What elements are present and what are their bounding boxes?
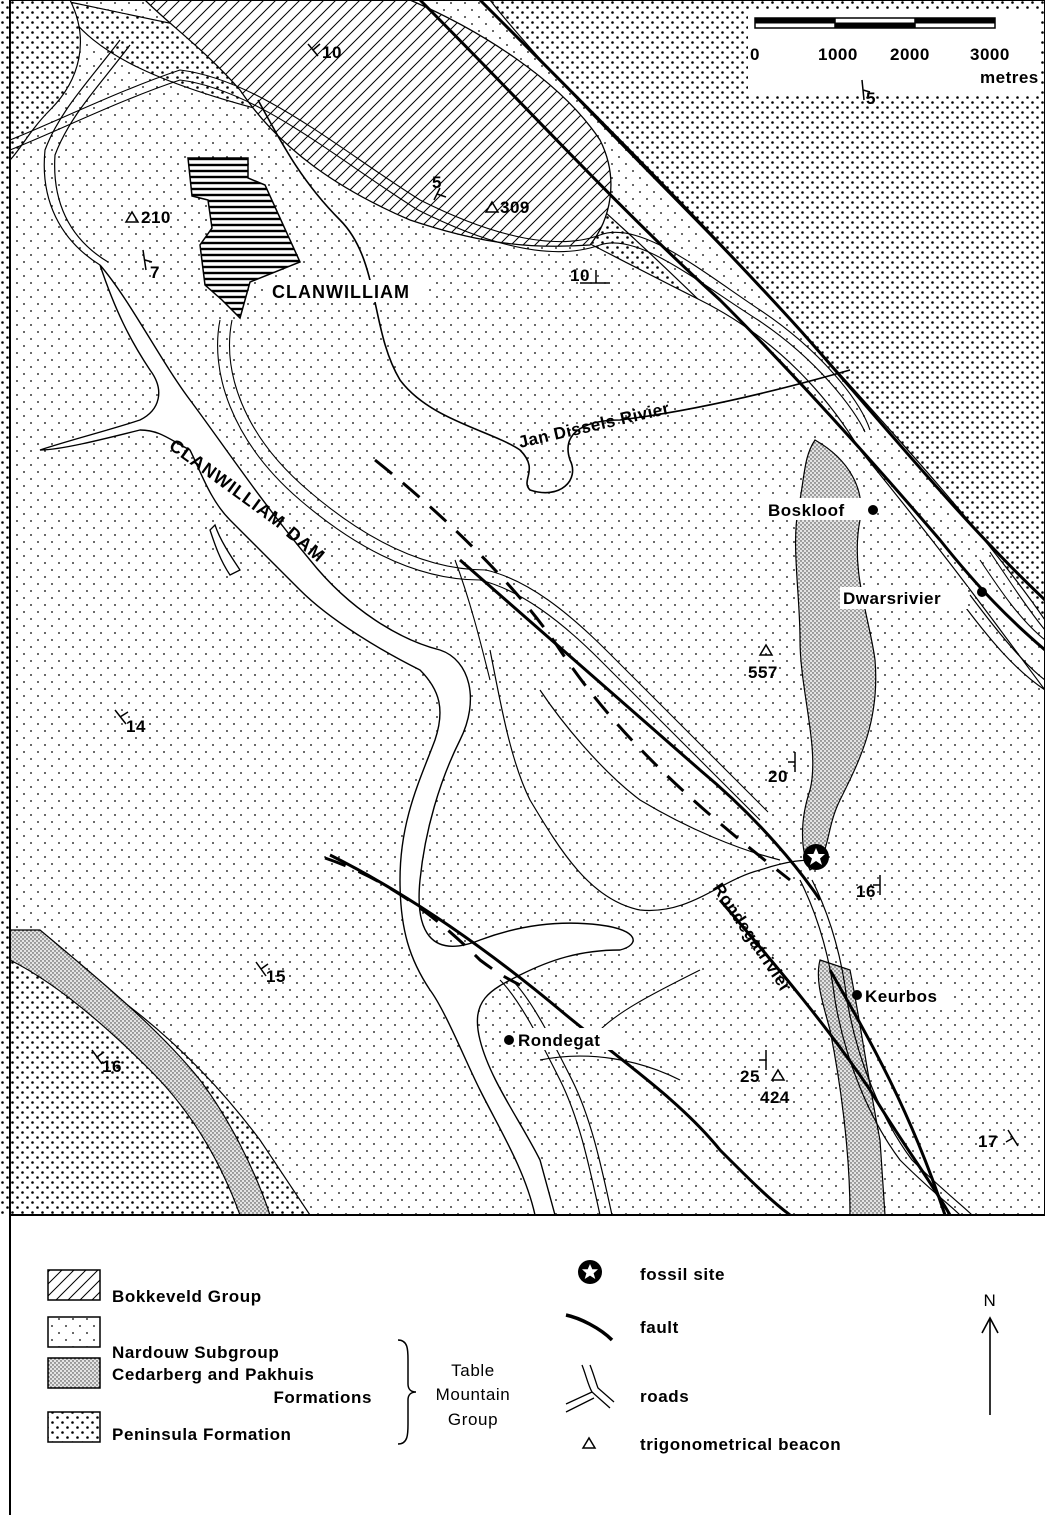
legend-fossil: fossil site: [640, 1265, 725, 1284]
svg-text:424: 424: [760, 1088, 790, 1107]
map-area: 0 1000 2000 3000 metres CLANWILLIAM CLAN…: [0, 0, 1045, 1217]
scale-tick-1000: 1000: [818, 45, 858, 64]
trig-beacons: 210 309 557 424: [124, 198, 790, 1107]
faults: [329, 0, 1045, 1217]
legend-cedarberg-2: Formations: [273, 1388, 372, 1407]
label-rondegat: Rondegat: [518, 1031, 600, 1050]
legend-cedarberg-1: Cedarberg and Pakhuis: [112, 1365, 315, 1384]
legend-brace: [397, 1339, 417, 1445]
svg-text:557: 557: [748, 663, 778, 682]
label-dwarsrivier: Dwarsrivier: [843, 589, 941, 608]
dwarsrivier-dot: [977, 587, 987, 597]
svg-text:15: 15: [266, 967, 286, 986]
dip-5-bokkeveld: 5: [432, 173, 447, 201]
jan-dissels-river: [257, 99, 851, 494]
legend-tmg-2: Mountain: [436, 1385, 511, 1404]
dip-15: 15: [255, 961, 286, 986]
legend-peninsula: Peninsula Formation: [112, 1425, 292, 1444]
legend-fault: fault: [640, 1318, 679, 1337]
dip-10-top: 10: [307, 43, 342, 62]
svg-text:7: 7: [150, 263, 160, 282]
clanwilliam-town: [187, 157, 302, 320]
beacon-424: 424: [760, 1068, 790, 1107]
svg-text:16: 16: [856, 882, 876, 901]
legend-tmg-1: Table: [451, 1361, 495, 1380]
legend-trig: trigonometrical beacon: [640, 1435, 841, 1454]
scale-tick-0: 0: [750, 45, 760, 64]
peninsula-topleft: [9, 0, 81, 162]
dip-25: 25: [740, 1050, 767, 1086]
dip-5-topright: 5: [861, 79, 876, 108]
dip-10-mid: 10: [570, 266, 610, 285]
dip-16-right: 16: [856, 875, 881, 901]
legend-bokkeveld: Bokkeveld Group: [112, 1287, 262, 1306]
legend-fossil-icon: [578, 1260, 602, 1284]
beacon-557: 557: [748, 643, 778, 682]
legend-tmg-3: Group: [448, 1410, 498, 1429]
svg-text:17: 17: [978, 1132, 998, 1151]
clanwilliam-dam: [39, 264, 634, 1216]
legend-fault-icon: [565, 1313, 614, 1342]
scale-tick-3000: 3000: [970, 45, 1010, 64]
svg-text:10: 10: [570, 266, 590, 285]
beacon-309: 309: [484, 198, 530, 217]
legend-roads: roads: [640, 1387, 689, 1406]
svg-text:210: 210: [141, 208, 171, 227]
bokkeveld-area: [144, 0, 612, 247]
legend-trig-icon: [581, 1436, 597, 1449]
beacon-210: 210: [124, 208, 171, 227]
cedarberg-right-low: [817, 959, 886, 1216]
rondegat-dot: [504, 1035, 514, 1045]
roads: [9, 69, 1045, 1031]
label-keurbos: Keurbos: [865, 987, 937, 1006]
dip-7: 7: [142, 249, 160, 282]
dam-arm: [209, 523, 241, 576]
svg-text:16: 16: [102, 1057, 122, 1076]
dip-17: 17: [978, 1129, 1019, 1151]
legend: Bokkeveld Group Nardouw Subgroup Cedarbe…: [9, 1214, 1045, 1515]
svg-text:5: 5: [432, 173, 442, 192]
legend-swatch-peninsula: [47, 1411, 101, 1443]
north-arrow-icon: [981, 1316, 999, 1415]
svg-text:5: 5: [866, 89, 876, 108]
dip-symbols: 10 5 5 7 10 14 20 16 15 25 16 17: [91, 43, 1019, 1151]
inferred-faults: [324, 458, 791, 987]
legend-swatch-nardouw: [47, 1316, 101, 1348]
svg-text:20: 20: [768, 767, 788, 786]
keurbos-dot: [852, 990, 862, 1000]
scale-bar: 0 1000 2000 3000 metres: [748, 10, 1040, 95]
dip-14: 14: [114, 709, 146, 736]
fossil-site-marker: [803, 844, 829, 870]
label-clanwilliam: CLANWILLIAM: [272, 282, 410, 302]
svg-text:25: 25: [740, 1067, 760, 1086]
legend-nardouw: Nardouw Subgroup: [112, 1343, 279, 1362]
legend-roads-icon: [565, 1364, 615, 1413]
scale-unit: metres: [980, 68, 1039, 87]
boskloof-dot: [868, 505, 878, 515]
svg-text:309: 309: [500, 198, 530, 217]
dip-16-left: 16: [91, 1049, 122, 1076]
north-label: N: [984, 1291, 997, 1310]
legend-swatch-bokkeveld: [47, 1269, 101, 1301]
legend-swatch-cedarberg: [47, 1357, 101, 1389]
rivers: [43, 39, 1045, 1216]
scale-tick-2000: 2000: [890, 45, 930, 64]
svg-text:10: 10: [322, 43, 342, 62]
dip-20: 20: [768, 752, 796, 786]
svg-text:14: 14: [126, 717, 146, 736]
label-boskloof: Boskloof: [768, 501, 845, 520]
